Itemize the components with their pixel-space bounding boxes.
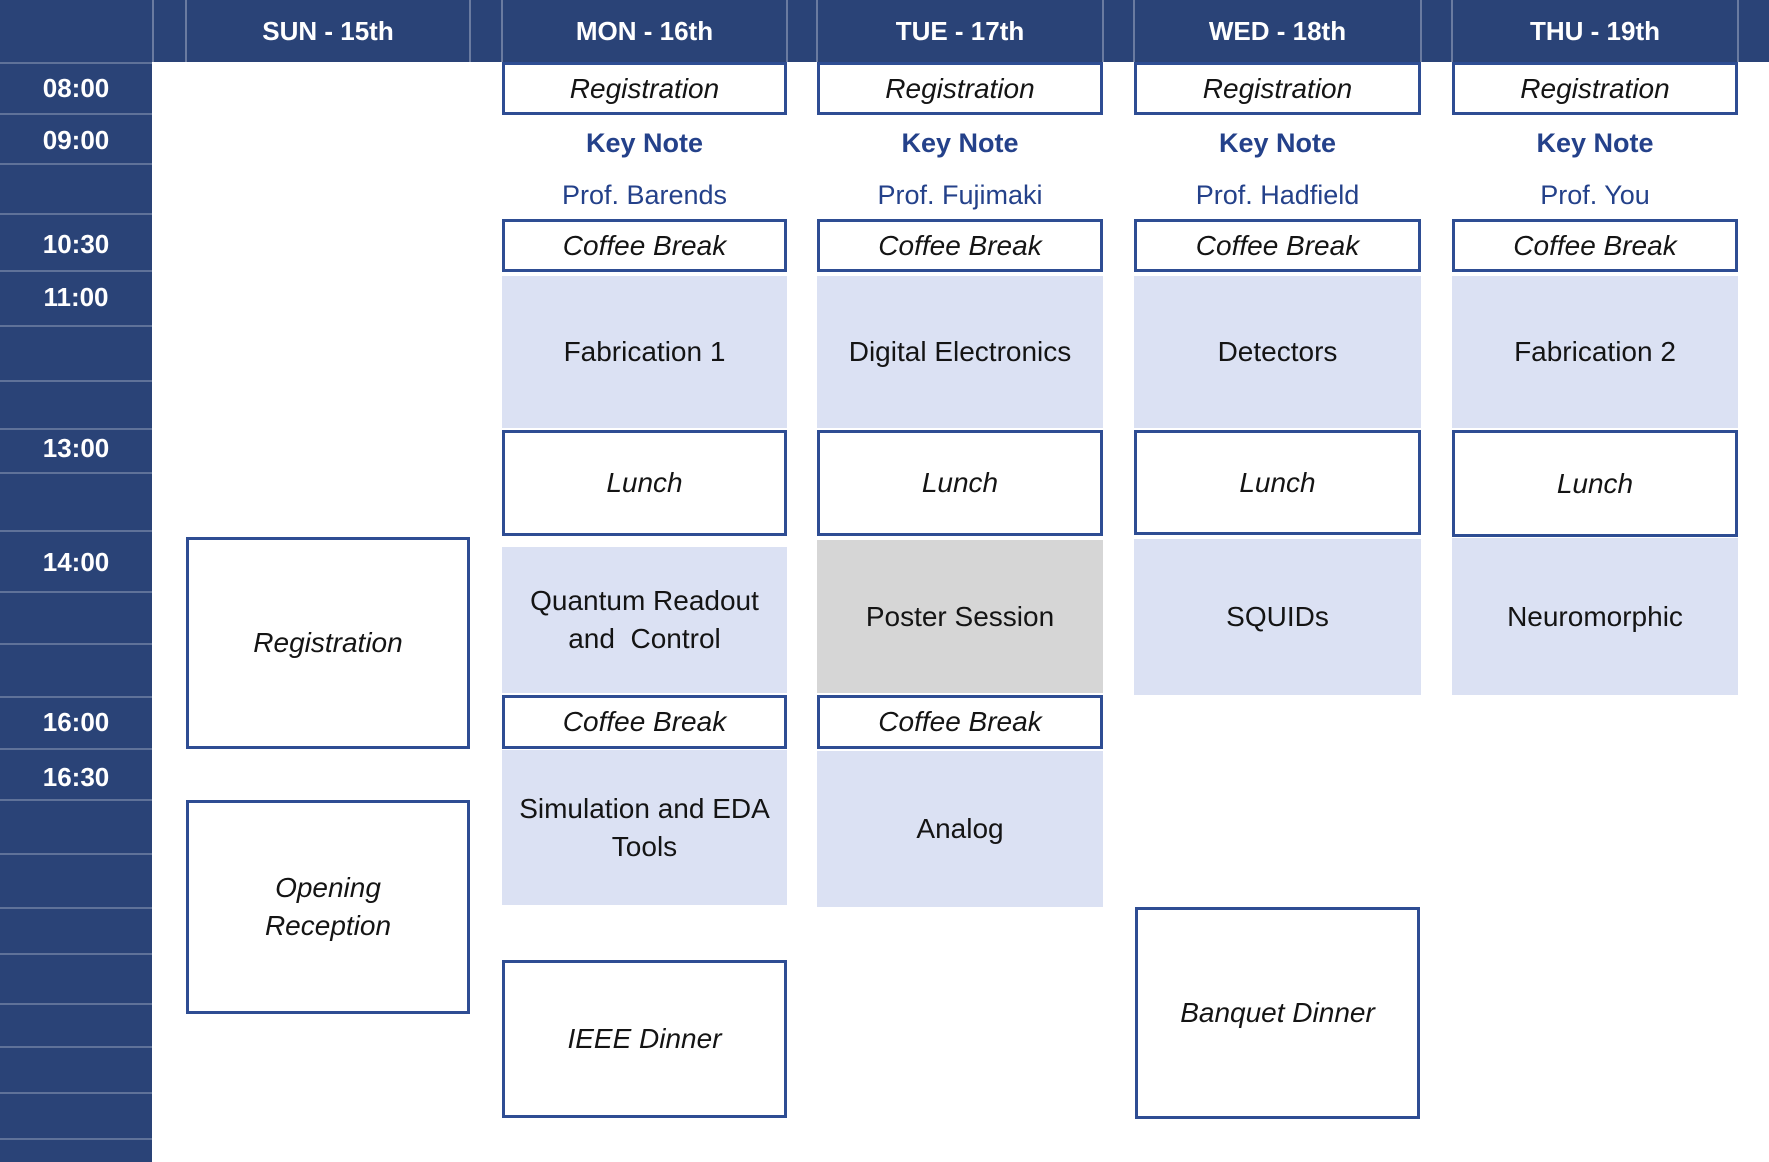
row-separator [0,591,152,593]
row-separator [0,428,152,430]
row-separator [0,472,152,474]
row-separator [0,953,152,955]
row-separator [0,853,152,855]
row-separator [0,1138,152,1140]
event-tue-lunch: Lunch [817,430,1103,536]
header-separator [501,0,503,62]
time-label-1030: 10:30 [42,228,110,259]
time-label-0900: 09:00 [42,124,110,155]
event-wed-banquet-dinner: Banquet Dinner [1135,907,1420,1119]
event-wed-keynote-speaker: Prof. Hadfield [1195,179,1360,210]
time-label-1400: 14:00 [42,546,110,577]
event-thu-lunch: Lunch [1452,430,1738,537]
time-label-1630: 16:30 [42,761,110,792]
time-label-1300: 13:00 [42,432,110,463]
event-tue-poster-session: Poster Session [817,540,1103,693]
header-separator [1737,0,1739,62]
event-mon-keynote-speaker: Prof. Barends [561,179,728,210]
row-separator [0,1046,152,1048]
event-tue-keynote: Key Note [901,127,1019,158]
event-sun-registration: Registration [186,537,470,749]
day-header-wed: WED - 18th [1208,15,1347,46]
event-tue-analog: Analog [817,751,1103,907]
event-wed-coffee-break-am: Coffee Break [1134,219,1421,272]
day-header-tue: TUE - 17th [895,15,1025,46]
event-thu-coffee-break-am: Coffee Break [1452,219,1738,272]
header-separator [185,0,187,62]
header-band [0,0,1769,62]
row-separator [0,748,152,750]
event-thu-fabrication-2: Fabrication 2 [1452,276,1738,428]
row-separator [0,907,152,909]
event-thu-keynote: Key Note [1536,127,1654,158]
row-separator [0,696,152,698]
time-label-1100: 11:00 [43,281,109,312]
event-mon-ieee-dinner: IEEE Dinner [502,960,787,1118]
header-separator [816,0,818,62]
event-sun-opening-reception: Opening Reception [186,800,470,1014]
row-separator [0,530,152,532]
day-header-sun: SUN - 15th [262,15,394,46]
event-thu-neuromorphic: Neuromorphic [1452,538,1738,695]
header-separator [786,0,788,62]
event-wed-keynote: Key Note [1218,127,1337,158]
row-separator [0,1092,152,1094]
event-wed-registration: Registration [1134,62,1421,115]
header-separator [469,0,471,62]
header-separator [152,0,154,62]
event-mon-coffee-break-pm: Coffee Break [502,695,787,749]
header-separator [1133,0,1135,62]
day-header-mon: MON - 16th [575,15,714,46]
event-mon-simulation-eda-tools: Simulation and EDA Tools [502,750,787,905]
row-separator [0,799,152,801]
row-separator [0,163,152,165]
header-separator [1420,0,1422,62]
event-tue-digital-electronics: Digital Electronics [817,276,1103,428]
event-tue-registration: Registration [817,62,1103,115]
event-tue-coffee-break-am: Coffee Break [817,219,1103,272]
row-separator [0,270,152,272]
event-tue-coffee-break-pm: Coffee Break [817,695,1103,749]
time-label-0800: 08:00 [42,72,110,103]
row-separator [0,380,152,382]
day-header-thu: THU - 19th [1530,15,1660,46]
event-mon-registration: Registration [502,62,787,115]
event-mon-lunch: Lunch [502,430,787,536]
event-wed-squids: SQUIDs [1134,539,1421,695]
header-separator [1102,0,1104,62]
event-mon-keynote: Key Note [585,127,704,158]
time-label-1600: 16:00 [42,706,110,737]
event-mon-coffee-break-am: Coffee Break [502,219,787,272]
event-mon-fabrication-1: Fabrication 1 [502,276,787,428]
header-separator [1451,0,1453,62]
event-thu-registration: Registration [1452,62,1738,115]
row-separator [0,1003,152,1005]
event-tue-keynote-speaker: Prof. Fujimaki [877,179,1043,210]
row-separator [0,643,152,645]
row-separator [0,62,152,64]
event-wed-detectors: Detectors [1134,276,1421,428]
event-thu-keynote-speaker: Prof. You [1540,179,1650,210]
time-column [0,0,152,1162]
row-separator [0,325,152,327]
row-separator [0,113,152,115]
event-wed-lunch: Lunch [1134,430,1421,535]
event-mon-quantum-readout-control: Quantum Readout and Control [502,547,787,693]
row-separator [0,213,152,215]
